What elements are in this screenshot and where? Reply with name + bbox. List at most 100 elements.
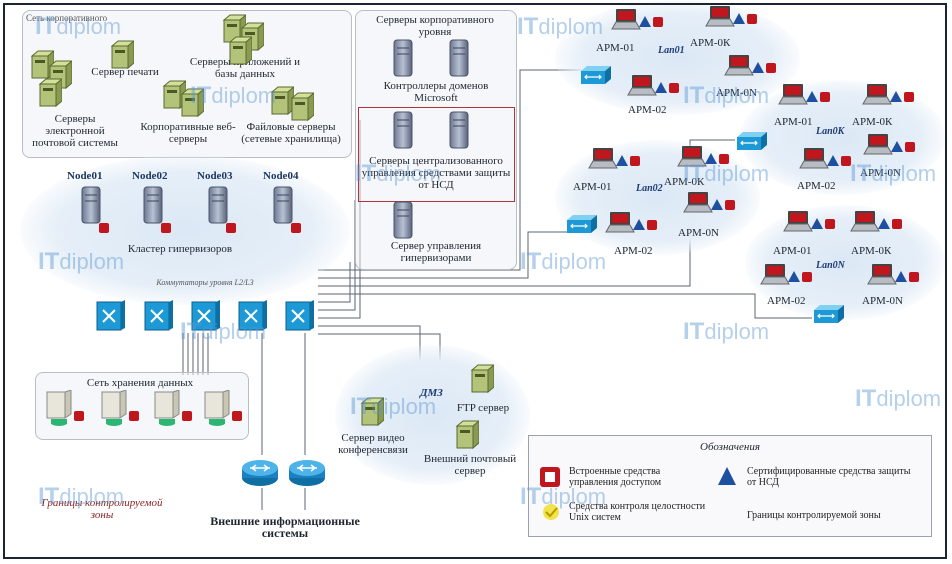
workstation-label: АРМ-0N [860, 167, 901, 179]
storage-array-icon [101, 390, 127, 426]
domain-controller-icon [393, 39, 413, 77]
workstation-label: АРМ-01 [596, 42, 635, 54]
corp-level-zone [355, 10, 517, 270]
workstation-label: АРМ-02 [614, 245, 653, 257]
access-control-icon [74, 411, 84, 421]
link-lan0n [318, 293, 812, 319]
lan01-switch-icon[interactable] [577, 65, 611, 85]
security-badges-icon [827, 155, 851, 166]
watermark: ITdiplom [683, 82, 770, 109]
lan02-switch-icon[interactable] [563, 214, 597, 234]
security-badges-icon [891, 141, 915, 152]
hypervisor-mgmt-label: Сервер управления гипервизорами [390, 240, 482, 264]
mail-server-icon [38, 78, 62, 108]
workstation-label: АРМ-0К [664, 176, 705, 188]
nsd-servers-label: Серверы централизованного управления сре… [361, 155, 511, 191]
nsd-servers-box [358, 107, 515, 202]
video-server-icon [360, 397, 384, 427]
ftp-server-icon [470, 364, 494, 394]
link-lan02 [318, 231, 580, 279]
access-control-icon [161, 223, 171, 233]
l3-switch-icon[interactable] [95, 300, 127, 334]
workstation-label: АРМ-0N [862, 295, 903, 307]
domain-controllers-label: Контроллеры доменов Microsoft [383, 80, 489, 104]
workstation-label: АРМ-01 [573, 181, 612, 193]
node04-label: Node04 [263, 170, 299, 182]
node-server-icon [273, 186, 293, 224]
watermark: ITdiplom [38, 483, 125, 510]
boundary-note: Границы контролируемой зоны [41, 497, 163, 521]
watermark: ITdiplom [850, 160, 937, 187]
corporate-zone-title: Сеть корпоративного [26, 13, 108, 23]
cluster-title: Кластер гипервизоров [127, 243, 233, 255]
node-server-icon [81, 186, 101, 224]
access-control-icon [232, 411, 242, 421]
nsd-server-icon [449, 111, 469, 149]
legend-integrity: Средства контроля целостности Unix систе… [569, 501, 706, 523]
node-server-icon [208, 186, 228, 224]
watermark: ITdiplom [683, 318, 770, 345]
domain-controller-icon [449, 39, 469, 77]
laptop-icon [783, 211, 813, 232]
workstation-label: АРМ-01 [774, 116, 813, 128]
ftp-server-label: FTP сервер [456, 402, 510, 414]
laptop-icon [863, 134, 893, 155]
external-systems-label: Внешние информационные системы [210, 514, 360, 540]
workstation-label: АРМ-0N [716, 87, 757, 99]
router-icon[interactable] [287, 458, 327, 488]
print-server-label: Сервер печати [91, 66, 159, 78]
security-badges-icon [705, 153, 729, 164]
workstation-label: АРМ-0К [852, 116, 893, 128]
lan0n-label: Lan0N [816, 260, 845, 271]
storage-array-icon [204, 390, 230, 426]
dmz-title: ДМЗ [420, 387, 443, 399]
lan01-cloud [555, 0, 800, 115]
file-servers-label: Файловые серверы (сетевые хранилища) [241, 121, 341, 145]
workstation-label: АРМ-0К [690, 37, 731, 49]
storage-array-icon [46, 390, 72, 426]
watermark: ITdiplom [520, 483, 607, 510]
l3-switch-icon[interactable] [143, 300, 175, 334]
laptop-icon [588, 148, 618, 169]
web-server-icon [180, 88, 204, 118]
corp-level-title: Серверы корпоративного уровня [376, 14, 494, 38]
security-badges-icon [752, 62, 776, 73]
laptop-icon [867, 264, 897, 285]
node-server-icon [143, 186, 163, 224]
watermark: ITdiplom [683, 160, 770, 187]
legend-boundary: Границы контролируемой зоны [747, 510, 881, 521]
builtin-access-icon [539, 466, 561, 493]
storage-title: Сеть хранения данных [86, 377, 194, 389]
laptop-icon [683, 192, 713, 213]
watermark: ITdiplom [520, 248, 607, 275]
file-server-icon [270, 86, 294, 116]
l3-switch-icon[interactable] [190, 300, 222, 334]
file-server-icon [290, 92, 314, 122]
switches-caption: Коммутаторы уровня L2/L3 [156, 278, 254, 287]
l3-switch-icon[interactable] [237, 300, 269, 334]
integrity-check-icon [541, 502, 561, 527]
lan0n-switch-icon[interactable] [810, 304, 844, 324]
security-badges-icon [616, 155, 640, 166]
watermark: ITdiplom [35, 13, 122, 40]
app-db-server-icon [228, 36, 252, 66]
lan0k-switch-icon[interactable] [733, 131, 767, 151]
mail-system-label: Серверы электронной почтовой системы [32, 113, 118, 149]
node03-label: Node03 [197, 170, 233, 182]
access-control-icon [182, 411, 192, 421]
print-server-icon [110, 40, 134, 70]
lan0n-cloud [745, 205, 945, 320]
nsd-certified-icon [717, 466, 737, 491]
workstation-label: АРМ-0К [851, 245, 892, 257]
workstation-label: АРМ-0N [678, 227, 719, 239]
watermark: ITdiplom [350, 393, 437, 420]
l3-switch-icon[interactable] [284, 300, 316, 334]
security-badges-icon [711, 199, 735, 210]
workstation-label: АРМ-02 [628, 104, 667, 116]
access-control-icon [226, 223, 236, 233]
router-icon[interactable] [240, 458, 280, 488]
security-badges-icon [895, 271, 919, 282]
laptop-icon [627, 75, 657, 96]
laptop-icon [605, 212, 635, 233]
lan0k-label: Lan0K [816, 126, 845, 137]
